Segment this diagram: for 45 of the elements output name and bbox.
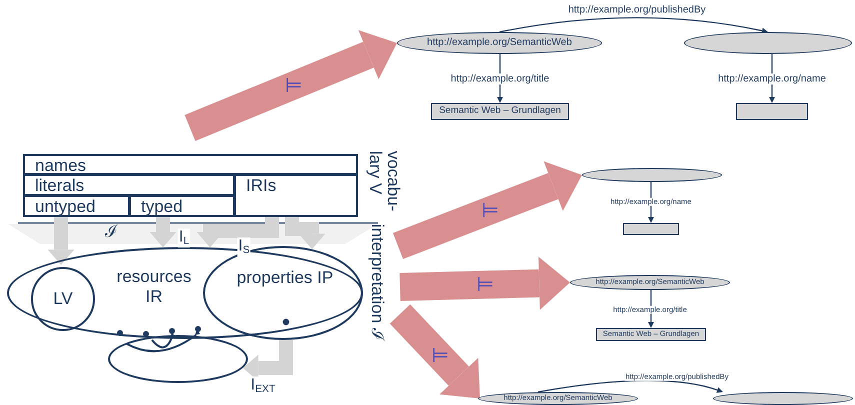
vocabulary-cell (23, 195, 130, 217)
literal-box (736, 103, 808, 120)
node-label: IRIs (246, 176, 276, 196)
set-ellipse (31, 267, 95, 331)
node-label: LV (53, 289, 73, 309)
vocabulary-cell (23, 154, 358, 175)
block-arrow (196, 217, 279, 248)
node-label: http://example.org/SemanticWeb (427, 37, 572, 49)
ellipse-node (478, 392, 638, 405)
axis-label: interpretation ℐ (368, 224, 386, 343)
literal-box (596, 328, 706, 341)
ellipse-node (582, 168, 722, 182)
mapping-symbol: ℐ (105, 223, 119, 241)
axis-label: vocabu- lary V (366, 150, 402, 214)
vocabulary-cell (234, 174, 358, 217)
node-label: properties IP (236, 268, 334, 288)
edge-label: http://example.org/name (717, 74, 827, 84)
block-arrow (285, 217, 326, 250)
block-arrow (48, 217, 74, 265)
vocabulary-cell (23, 174, 235, 196)
arrow (538, 380, 724, 393)
vocabulary-cell (129, 195, 235, 217)
node-label: typed (141, 197, 183, 217)
node-label: untyped (35, 197, 96, 217)
entailment-label: ⊨ (476, 274, 494, 296)
entailment-arrow (390, 304, 480, 398)
set-ellipse (7, 247, 363, 339)
block-arrow (150, 217, 176, 248)
edge-label: I$_{L}$ (178, 228, 190, 248)
literal-box (623, 223, 679, 235)
edge-label: http://example.org/title (450, 74, 550, 84)
node-label: names (35, 156, 86, 176)
literal-box (431, 103, 569, 120)
entailment-arrow (400, 256, 570, 310)
node-label: Semantic Web – Grundlagen (439, 106, 561, 117)
entailment-label: ⊨ (284, 74, 303, 96)
arrow (499, 17, 768, 34)
entailment-label: ⊨ (480, 200, 500, 222)
entailment-arrow (184, 30, 397, 141)
ellipse-node (108, 335, 248, 383)
edge-label: I$_{S}$ (237, 237, 251, 257)
node-label: literals (35, 176, 84, 196)
entailment-label: ⊨ (430, 345, 450, 368)
edge-label: http://example.org/publishedBy (567, 4, 707, 16)
node-label: resources IR (116, 267, 192, 306)
